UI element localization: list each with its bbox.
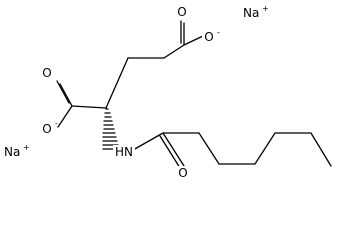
heptanoyl-chain xyxy=(162,132,332,167)
bond-camide-o-a xyxy=(162,132,185,167)
top-carboxylate xyxy=(180,20,204,46)
atom-o-left-carbonyl: O xyxy=(42,66,51,80)
charge-o-top-anion: - xyxy=(217,28,220,37)
atom-o-amide: O xyxy=(178,166,187,180)
label-bg-o-left-anion xyxy=(40,122,54,136)
atom-na-left: Na xyxy=(4,145,20,159)
label-bg-n-amide xyxy=(113,145,135,159)
label-bg-o-top-carbonyl xyxy=(175,5,189,19)
charge-o-left-anion: - xyxy=(55,119,58,128)
glutamate-backbone xyxy=(105,44,185,109)
atom-o-top-carbonyl: O xyxy=(177,5,186,19)
molecule-diagram: O O - Na + O O - Na + HN O xyxy=(4,4,332,180)
atom-na-top: Na xyxy=(243,6,259,20)
atom-labels: O O - Na + O O - Na + HN O xyxy=(4,4,269,180)
label-bg-o-top-anion xyxy=(202,30,216,44)
bond-c3-calpha xyxy=(105,57,129,109)
atom-n-amide: HN xyxy=(115,145,133,159)
bond-camide-o-b xyxy=(159,135,181,169)
bond-c5-o-anion xyxy=(183,35,204,46)
bond-c1-o-double-b xyxy=(56,80,70,104)
bond-c5-c4 xyxy=(163,44,185,59)
bond-n-camide xyxy=(132,132,164,151)
charge-na-left: + xyxy=(23,143,30,152)
structure-svg: O O - Na + O O - Na + HN O xyxy=(4,4,332,180)
bond-calpha-c1 xyxy=(71,105,107,109)
atom-o-top-anion: O xyxy=(204,30,213,44)
label-bg-o-amide xyxy=(176,166,190,180)
bond-c1-o-double-a xyxy=(59,83,73,107)
atom-o-left-anion: O xyxy=(42,122,51,136)
bond-c1-o-anion xyxy=(57,105,73,128)
charge-na-top: + xyxy=(262,4,269,13)
heptanoyl-amide xyxy=(132,132,332,169)
label-bg-o-left-carbonyl xyxy=(40,66,54,80)
stereo-hashed-bond xyxy=(102,108,120,150)
alpha-carboxylate xyxy=(56,80,107,128)
